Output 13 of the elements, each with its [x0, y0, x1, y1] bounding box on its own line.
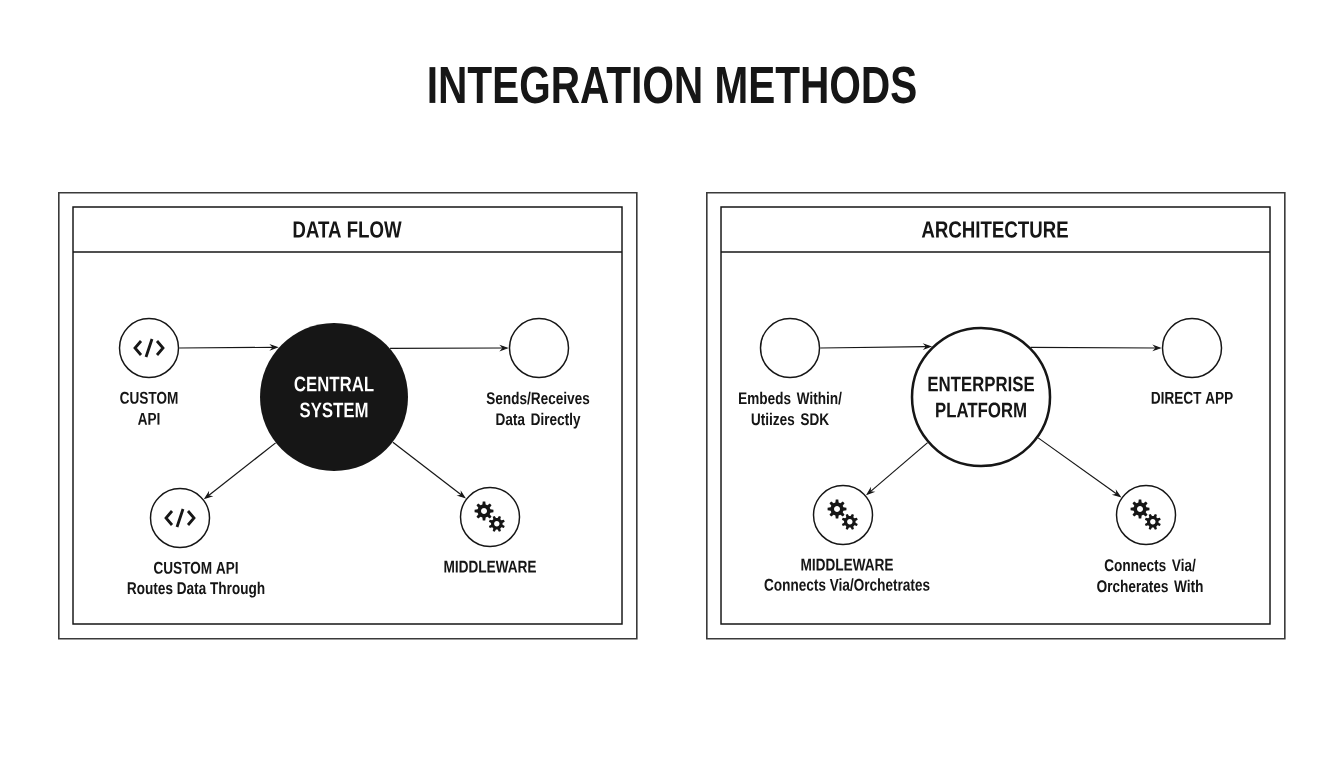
node-label: Embeds Within/ Utiizes SDK	[739, 391, 842, 426]
node-description: Connects Via/Orchetrates	[764, 578, 930, 591]
node-label: Sends/Receives Data Directly	[486, 391, 590, 429]
node-description: Routes Data Through	[127, 581, 265, 598]
panel-heading: DATA FLOW	[293, 221, 402, 238]
node-label: MIDDLEWARE	[801, 558, 893, 571]
node-label: MIDDLEWARE	[444, 560, 536, 573]
node-label: DIRECT APP	[1151, 391, 1233, 404]
node-label: CUSTOM API	[154, 561, 238, 574]
node-label: CUSTOM API	[120, 391, 178, 425]
title: INTEGRATION METHODS	[429, 66, 916, 104]
panel-heading: ARCHITECTURE	[921, 221, 1068, 238]
node-label: Connects Via/ Orcherates With	[1097, 558, 1203, 593]
